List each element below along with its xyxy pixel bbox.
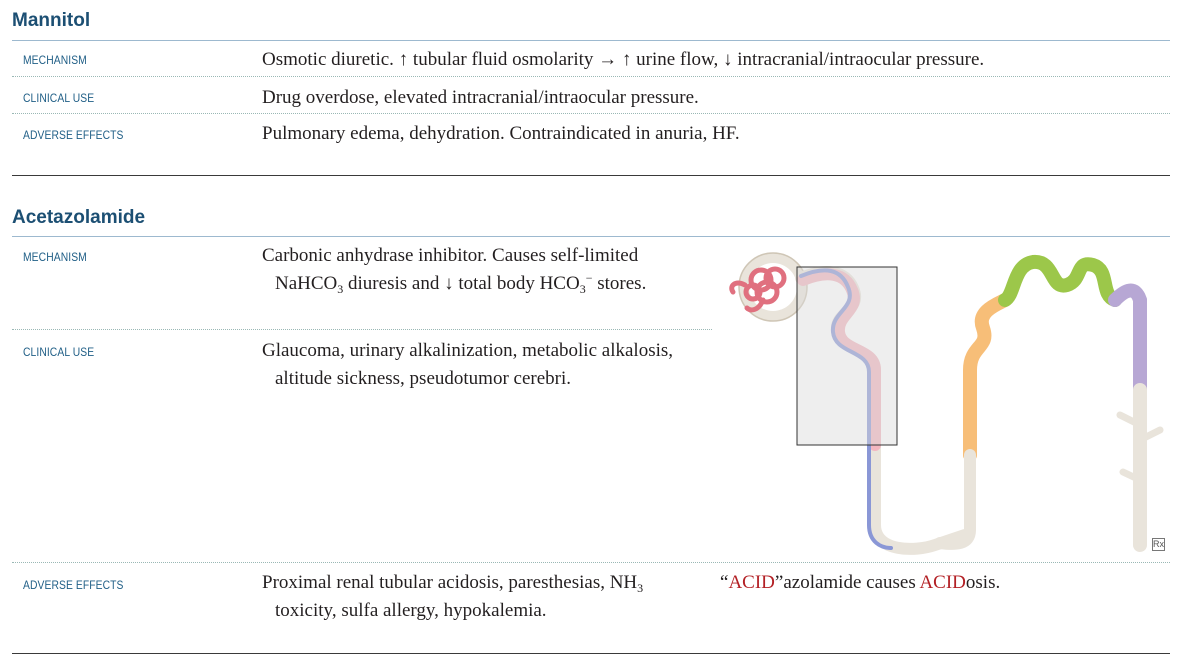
proximal-tubule: [797, 268, 881, 451]
mannitol-adverse-text: Pulmonary edema, dehydration. Contraindi…: [262, 123, 740, 144]
acetazolamide-title: Acetazolamide: [12, 207, 146, 228]
acetazolamide-mechanism-label: MECHANISM: [23, 250, 87, 264]
acetazolamide-adverse-label: ADVERSE EFFECTS: [23, 578, 124, 592]
row-divider: [12, 76, 1170, 77]
mannitol-mechanism-text: Osmotic diuretic. ↑ tubular fluid osmola…: [262, 49, 985, 70]
acetazolamide-title-rule: [12, 236, 1170, 237]
loop-bend: [934, 449, 976, 550]
collecting-duct-upper: [1108, 283, 1147, 397]
section-divider: [12, 653, 1170, 654]
nephron-diagram: [729, 252, 1164, 555]
row-divider: [12, 113, 1170, 114]
highlight-box: [796, 266, 898, 446]
row-divider: [12, 329, 712, 330]
carbonic-anhydrase-site: [799, 268, 893, 550]
mannitol-mechanism-label: MECHANISM: [23, 53, 87, 67]
mannitol-clinical-text: Drug overdose, elevated intracranial/int…: [262, 87, 699, 108]
mannitol-clinical-label: CLINICAL USE: [23, 91, 95, 105]
collecting-duct-branches: [1116, 411, 1164, 484]
mannitol-title: Mannitol: [12, 10, 91, 31]
glomerulus: [729, 266, 787, 313]
rx-icon: Rx: [1152, 538, 1165, 551]
row-divider: [12, 562, 1170, 563]
acetazolamide-clinical-text: Glaucoma, urinary alkalinization, metabo…: [262, 340, 674, 389]
mannitol-title-rule: [12, 40, 1170, 41]
thick-ascending-limb: [963, 293, 1012, 462]
mannitol-adverse-label: ADVERSE EFFECTS: [23, 128, 124, 142]
acetazolamide-mechanism-text: Carbonic anhydrase inhibitor. Causes sel…: [262, 245, 647, 296]
acetazolamide-clinical-label: CLINICAL USE: [23, 345, 95, 359]
acetazolamide-adverse-text: Proximal renal tubular acidosis, paresth…: [262, 572, 644, 621]
section-divider: [12, 175, 1170, 176]
acetazolamide-mnemonic: “ACID”azolamide causes ACIDosis.: [720, 572, 1001, 593]
distal-tubule: [998, 255, 1122, 307]
